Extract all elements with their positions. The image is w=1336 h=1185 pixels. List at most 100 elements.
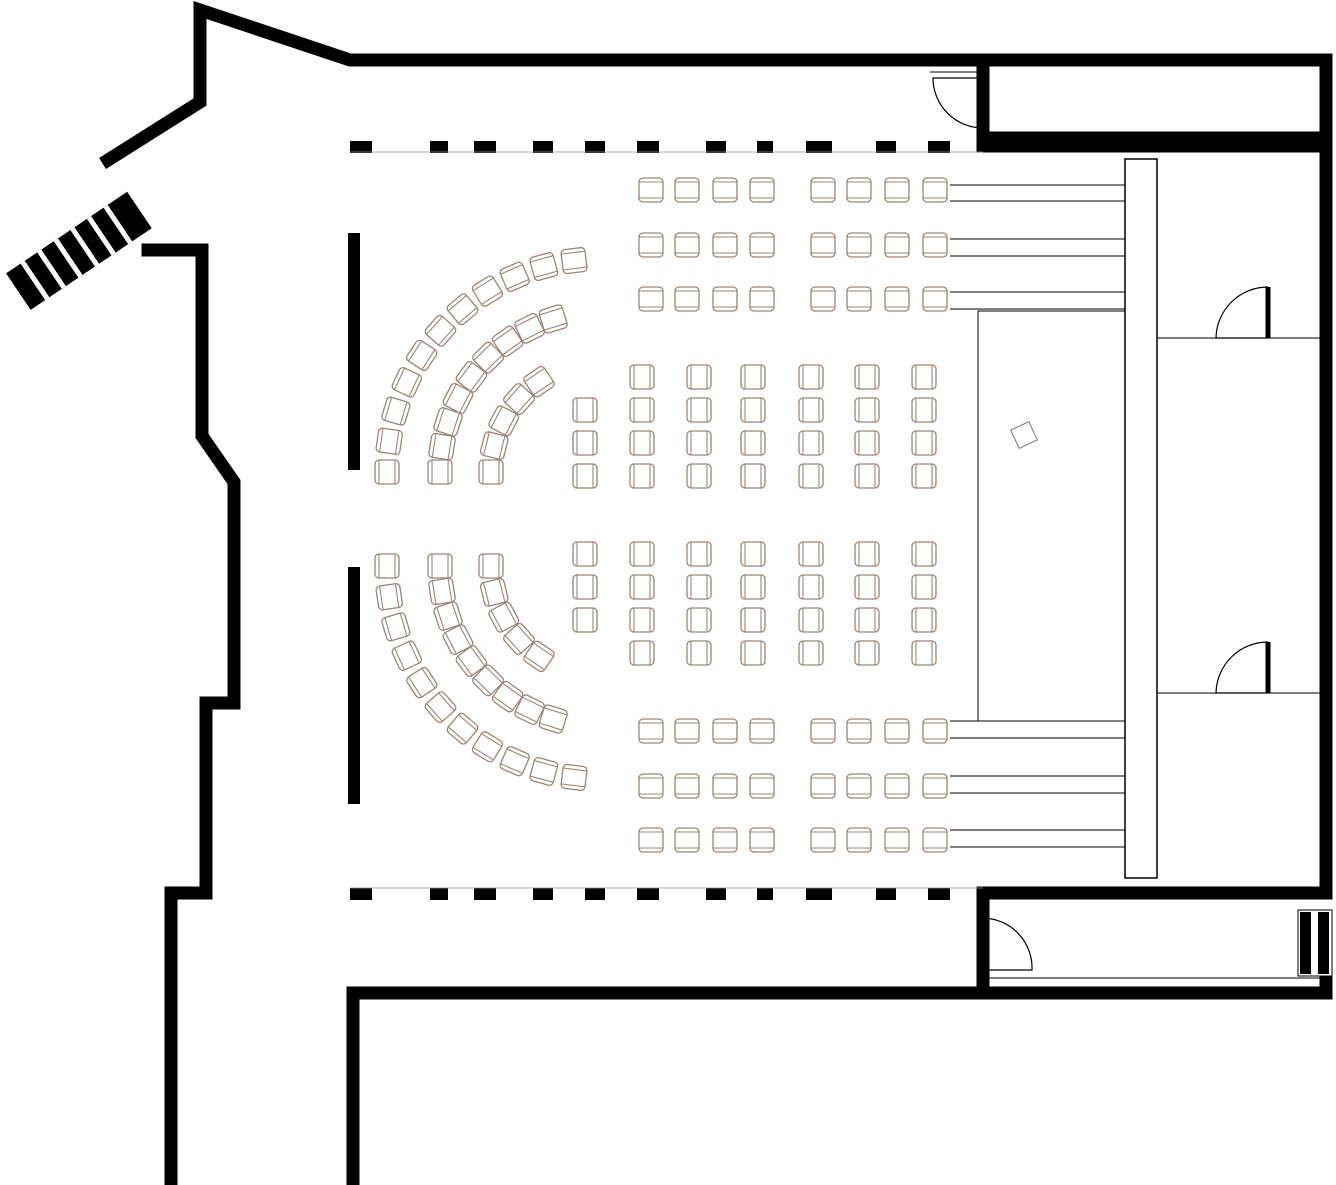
seat xyxy=(629,541,655,567)
seat xyxy=(560,247,588,275)
seat xyxy=(740,607,766,633)
seat xyxy=(629,430,655,456)
seat xyxy=(712,773,738,799)
stage-marker xyxy=(1010,421,1038,449)
seat xyxy=(375,427,403,455)
seat xyxy=(922,827,948,853)
seat xyxy=(798,397,824,423)
seat xyxy=(911,541,937,567)
seat xyxy=(488,405,520,437)
seat xyxy=(810,177,836,203)
upper-left-wall xyxy=(99,0,1333,169)
seat xyxy=(455,645,488,678)
seat xyxy=(538,304,568,334)
left-outer-wall xyxy=(141,243,241,1185)
seat xyxy=(686,640,712,666)
seat xyxy=(433,407,463,437)
seat xyxy=(391,367,423,398)
seat xyxy=(374,553,400,579)
seat xyxy=(374,459,400,485)
bottom-colonnade xyxy=(350,888,950,900)
seat xyxy=(638,232,664,258)
seat xyxy=(424,314,457,347)
seat xyxy=(488,601,520,633)
seat xyxy=(629,397,655,423)
seat xyxy=(911,463,937,489)
seat xyxy=(740,397,766,423)
seat xyxy=(846,827,872,853)
seat xyxy=(572,463,598,489)
seat xyxy=(846,286,872,312)
seat xyxy=(491,325,524,358)
stage-edge-beam xyxy=(1124,158,1158,879)
seat xyxy=(922,286,948,312)
seat xyxy=(686,607,712,633)
seat xyxy=(922,232,948,258)
seat xyxy=(922,177,948,203)
seat xyxy=(572,574,598,600)
seat xyxy=(674,177,700,203)
seat xyxy=(810,286,836,312)
seat xyxy=(884,286,910,312)
seat xyxy=(442,382,474,414)
seat xyxy=(798,430,824,456)
seat xyxy=(911,430,937,456)
seat xyxy=(798,364,824,390)
seat xyxy=(686,463,712,489)
seat xyxy=(471,275,504,307)
seat xyxy=(854,463,880,489)
seat xyxy=(854,541,880,567)
stage xyxy=(950,158,1320,879)
seat xyxy=(638,177,664,203)
seat xyxy=(503,622,535,655)
seat xyxy=(499,746,530,777)
door-backstage-bottom[interactable] xyxy=(1215,641,1271,694)
seat xyxy=(503,383,535,416)
seat xyxy=(854,397,880,423)
seat xyxy=(491,680,524,713)
seat xyxy=(854,430,880,456)
seat xyxy=(740,541,766,567)
seat xyxy=(638,827,664,853)
seat xyxy=(472,664,505,697)
seat xyxy=(749,773,775,799)
seat xyxy=(911,607,937,633)
door-lobby-bottom[interactable] xyxy=(982,917,1033,972)
seat xyxy=(538,704,568,734)
seat xyxy=(375,583,403,611)
seat xyxy=(854,607,880,633)
seat xyxy=(749,232,775,258)
stage-back-wall xyxy=(976,139,1333,900)
seat xyxy=(514,694,545,726)
seat xyxy=(479,431,509,460)
seat xyxy=(428,577,456,606)
seat xyxy=(798,463,824,489)
seat xyxy=(638,286,664,312)
seat xyxy=(846,718,872,744)
seat xyxy=(884,827,910,853)
seat xyxy=(810,718,836,744)
seat xyxy=(455,360,488,393)
seat xyxy=(514,312,545,344)
door-lobby-top[interactable] xyxy=(932,77,984,132)
seating xyxy=(374,177,948,853)
seat xyxy=(472,341,505,374)
service-stair xyxy=(1297,909,1333,977)
seat xyxy=(428,432,456,461)
seat xyxy=(854,640,880,666)
seat xyxy=(406,666,438,699)
seat xyxy=(572,397,598,423)
seat xyxy=(922,773,948,799)
seat xyxy=(686,541,712,567)
seat xyxy=(712,286,738,312)
seat xyxy=(884,718,910,744)
door-backstage-top[interactable] xyxy=(1215,286,1271,339)
seat xyxy=(629,364,655,390)
seat xyxy=(424,691,457,724)
seat xyxy=(674,718,700,744)
seat xyxy=(381,612,411,642)
seat xyxy=(406,339,438,372)
top-colonnade xyxy=(350,141,950,153)
seat xyxy=(686,430,712,456)
